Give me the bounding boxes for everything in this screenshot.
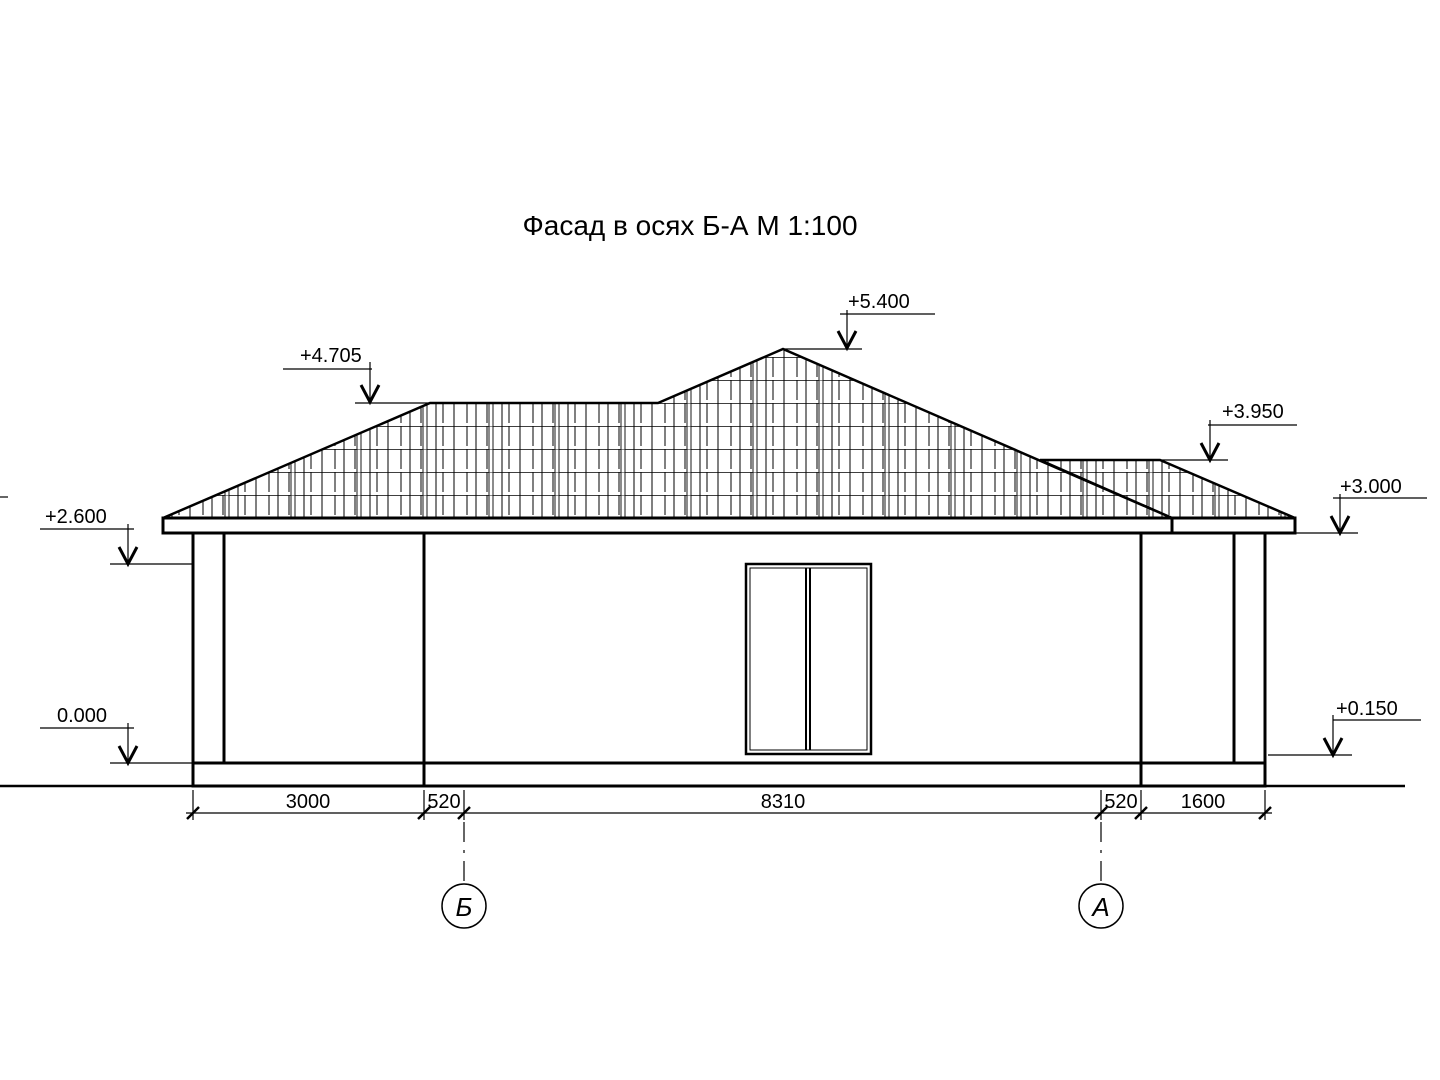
dim-8310: 8310 — [761, 791, 806, 813]
svg-text:+4.705: +4.705 — [300, 345, 362, 367]
main-fascia — [161, 516, 1174, 535]
level-mark-roof-right: +3.950 — [1160, 401, 1297, 464]
svg-text:+0.150: +0.150 — [1336, 698, 1398, 720]
dimension-chain: 3000 520 8310 520 1600 — [186, 790, 1272, 820]
level-mark-eave-left: +2.600 — [40, 506, 193, 568]
dim-520-left: 520 — [427, 791, 460, 813]
drawing-title: Фасад в осях Б-А М 1:100 — [522, 210, 857, 241]
svg-text:+5.400: +5.400 — [848, 291, 910, 313]
svg-text:Б: Б — [456, 892, 473, 922]
dim-3000: 3000 — [286, 791, 331, 813]
axis-marker-b: Б — [441, 822, 487, 929]
plinth — [191, 761, 1267, 788]
svg-text:А: А — [1090, 892, 1109, 922]
axis-marker-a: А — [1078, 822, 1124, 929]
level-mark-ridge: +5.400 — [783, 291, 935, 352]
glazed-door — [744, 562, 873, 756]
svg-text:+3.950: +3.950 — [1222, 401, 1284, 423]
left-pier — [191, 531, 226, 765]
level-mark-ground: 0.000 — [40, 705, 193, 767]
right-fascia — [1170, 516, 1297, 535]
svg-text:0.000: 0.000 — [57, 705, 107, 727]
level-mark-roof-left: +4.705 — [283, 345, 430, 406]
dim-1600: 1600 — [1181, 791, 1226, 813]
svg-text:+3.000: +3.000 — [1340, 476, 1402, 498]
level-mark-plinth: +0.150 — [1268, 698, 1421, 759]
svg-text:+2.600: +2.600 — [45, 506, 107, 528]
level-mark-eave-right: +3.000 — [1295, 476, 1427, 537]
main-roof — [162, 347, 1173, 520]
right-pier — [1232, 531, 1267, 765]
dim-520-right: 520 — [1104, 791, 1137, 813]
